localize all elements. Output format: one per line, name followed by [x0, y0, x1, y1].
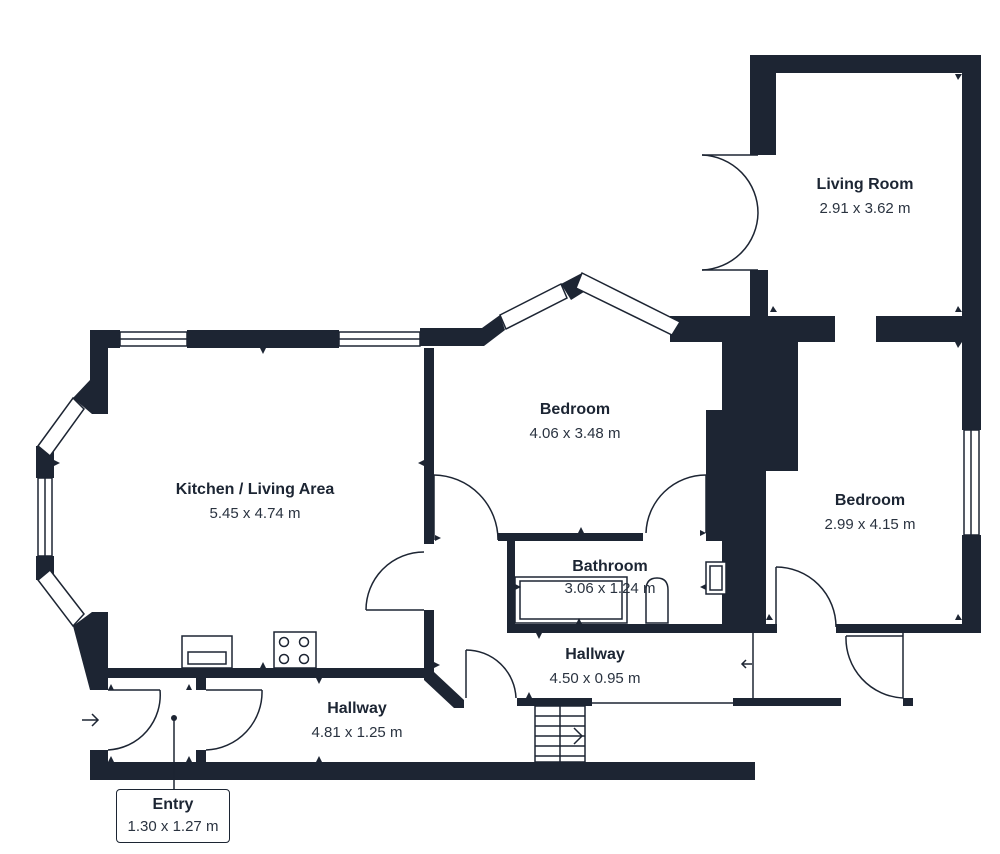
room-label-hallway-1: Hallway 4.50 x 0.95 m: [515, 646, 675, 687]
room-dims: 5.45 x 4.74 m: [209, 505, 301, 522]
room-dims: 4.06 x 3.48 m: [529, 425, 621, 442]
dimension-ticks: [54, 74, 962, 762]
room-label-hallway-2: Hallway 4.81 x 1.25 m: [277, 700, 437, 741]
windows: [36, 271, 980, 704]
room-label-bedroom-1: Bedroom 4.06 x 3.48 m: [495, 401, 655, 442]
room-label-entry: Entry 1.30 x 1.27 m: [116, 796, 230, 835]
room-dims: 2.99 x 4.15 m: [824, 516, 916, 533]
room-name: Entry: [152, 796, 194, 813]
walls: [36, 55, 981, 780]
doors: [82, 154, 904, 751]
room-name: Living Room: [816, 176, 914, 193]
room-name: Bathroom: [572, 558, 648, 575]
entry-label-box: [116, 789, 230, 843]
room-name: Kitchen / Living Area: [175, 481, 335, 498]
room-name: Bedroom: [834, 492, 906, 509]
room-label-bedroom-2: Bedroom 2.99 x 4.15 m: [790, 492, 950, 533]
room-label-kitchen: Kitchen / Living Area 5.45 x 4.74 m: [130, 481, 380, 522]
room-name: Hallway: [565, 646, 625, 663]
room-dims: 4.81 x 1.25 m: [311, 724, 403, 741]
room-dims: 1.30 x 1.27 m: [127, 818, 219, 835]
room-label-bathroom: Bathroom 3.06 x 1.24 m: [530, 558, 690, 597]
room-dims: 3.06 x 1.24 m: [564, 580, 656, 597]
fixtures: [181, 561, 727, 763]
entry-marker: [171, 715, 177, 789]
room-name: Hallway: [327, 700, 387, 717]
room-dims: 4.50 x 0.95 m: [549, 670, 641, 687]
room-name: Bedroom: [539, 401, 611, 418]
room-dims: 2.91 x 3.62 m: [819, 200, 911, 217]
room-label-living-room: Living Room 2.91 x 3.62 m: [785, 176, 945, 217]
